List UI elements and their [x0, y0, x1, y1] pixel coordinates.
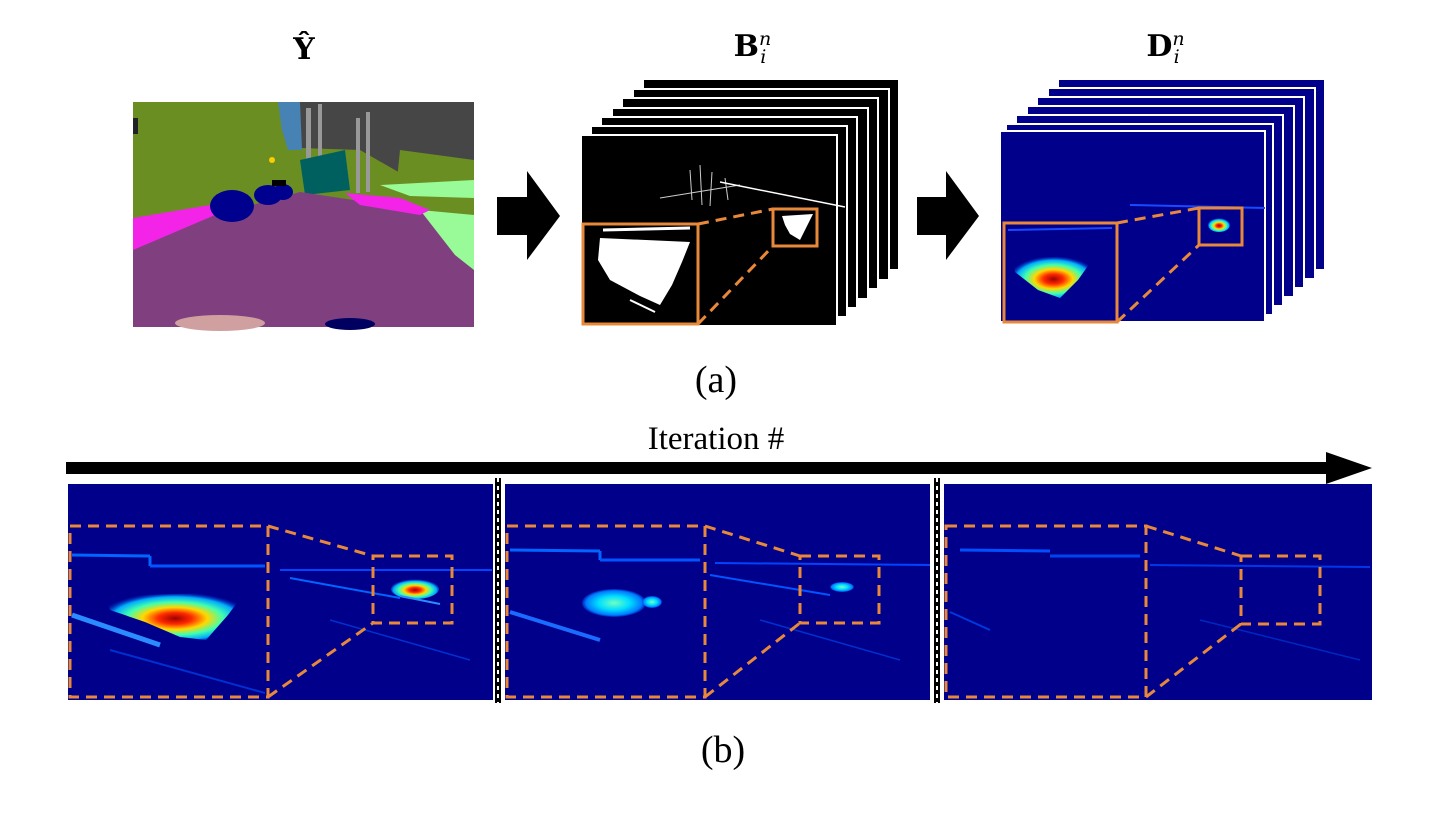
iteration-panel-2	[505, 484, 930, 700]
label-d-base: D	[1146, 29, 1173, 64]
iteration-separator	[495, 478, 501, 703]
binary-mask-stack	[580, 78, 900, 327]
arrow-right-icon	[497, 171, 560, 260]
iteration-axis-label-text: Iteration #	[647, 421, 785, 457]
iteration-arrow	[66, 452, 1372, 484]
label-b-sup: n	[759, 28, 772, 50]
label-d-sub: i	[1173, 46, 1180, 68]
iteration-panel-3	[944, 484, 1372, 700]
caption-b: (b)	[673, 728, 773, 772]
iteration-axis-label: Iteration #	[566, 421, 866, 458]
label-d-sup: n	[1172, 28, 1185, 50]
label-b-i-n: Bni	[700, 28, 800, 68]
label-b-base: B	[733, 29, 760, 64]
caption-a-text: (a)	[694, 359, 738, 401]
label-b-sub: i	[760, 46, 767, 68]
caption-a: (a)	[666, 358, 766, 402]
label-d-i-n: Dni	[1113, 28, 1213, 68]
iteration-separator	[934, 478, 940, 703]
segmentation-map	[133, 102, 474, 331]
label-y-hat-text: Ŷ	[293, 32, 315, 67]
distance-map-stack	[999, 78, 1326, 324]
iteration-panel-1	[68, 484, 493, 700]
label-y-hat: Ŷ	[254, 32, 354, 67]
arrow-right-icon	[917, 171, 979, 260]
caption-b-text: (b)	[700, 729, 746, 771]
